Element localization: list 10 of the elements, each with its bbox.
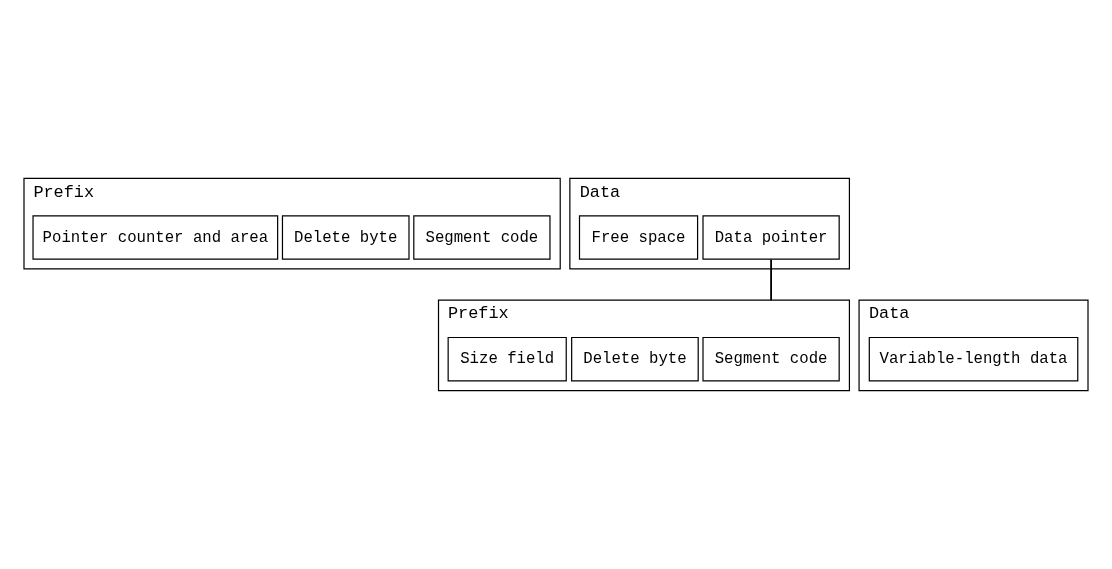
node-box: Pointer counter and area xyxy=(32,215,279,260)
node-box: Size field xyxy=(447,336,567,382)
connector xyxy=(770,258,772,302)
node-box: Segment code xyxy=(702,336,840,382)
node-box: Variable-length data xyxy=(868,336,1079,382)
node-box: Delete byte xyxy=(571,336,699,382)
node-box: Segment code xyxy=(413,215,551,260)
node-box: Delete byte xyxy=(281,215,410,260)
node-box: Data pointer xyxy=(702,215,840,260)
node-box: Free space xyxy=(578,215,699,260)
